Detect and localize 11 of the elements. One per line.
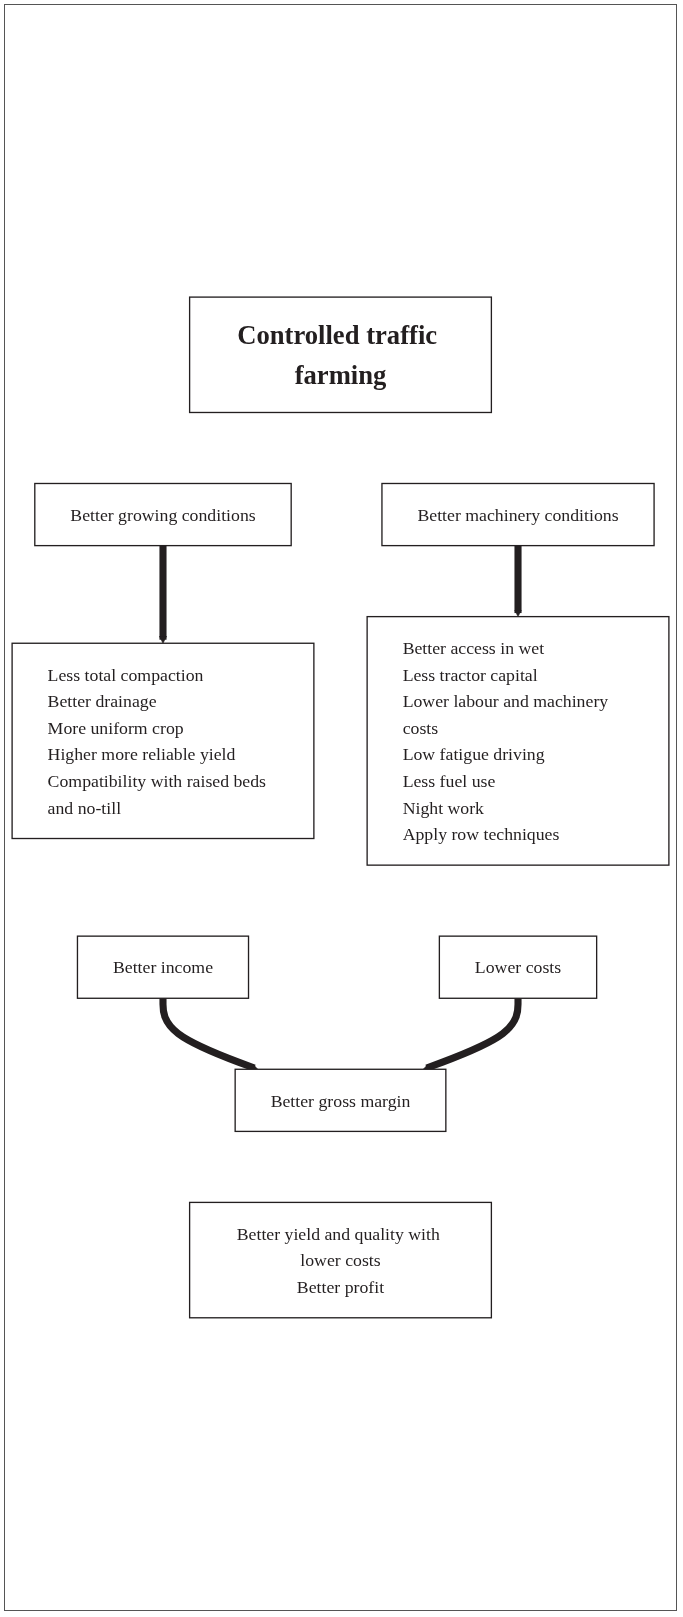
node-box: Less total compaction Better drainage More uniform crop Higher more reliable yield Compatibility with raised beds and no-till	[11, 642, 315, 840]
node-box: Controlled traffic farming	[188, 296, 493, 414]
node-box: Better access in wet Less tractor capital Lower labour and machinery costs Low fatigue driving Less fuel use Night work Apply row techniques	[366, 616, 670, 866]
node-box: Better machinery conditions	[381, 482, 655, 547]
node-box: Lower costs	[438, 935, 598, 999]
node-box: Better yield and quality with lower costs Better profit	[188, 1201, 493, 1319]
arrow	[514, 545, 522, 617]
node-box: Better gross margin	[234, 1068, 447, 1133]
node-box: Better income	[76, 935, 250, 999]
node-box: Better growing conditions	[34, 482, 292, 547]
arrow	[159, 545, 167, 644]
